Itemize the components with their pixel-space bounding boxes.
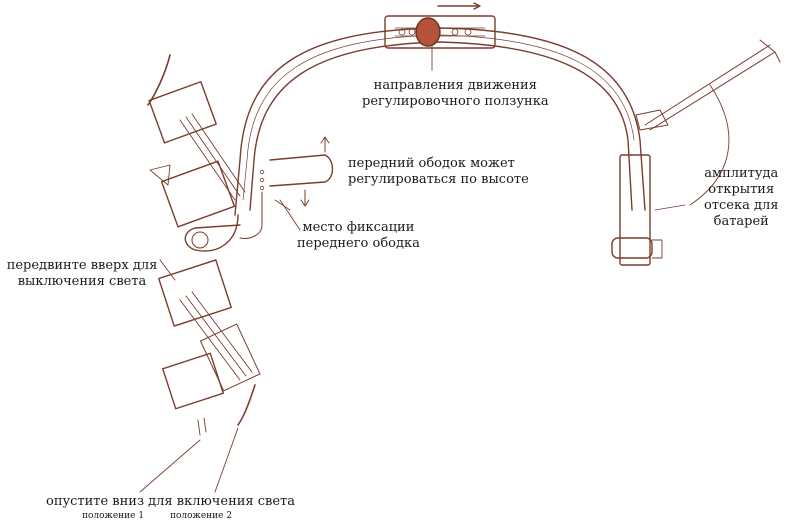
slider-housing: [384, 15, 496, 49]
lamp-upper-box-1: [148, 81, 217, 144]
label-position-2: положение 2: [170, 511, 233, 521]
lamp-upper-box-2: [160, 160, 236, 228]
label-rim-fix: место фиксации переднего ободка: [297, 220, 420, 251]
lamp-lower-box-1: [158, 259, 232, 327]
label-rim-height: передний ободок может регулироваться по …: [348, 156, 529, 187]
label-move-up: передвинте вверх для выключения света: [6, 258, 158, 289]
label-move-down: опустите вниз для включения света: [46, 494, 295, 509]
label-slider-direction: направления движения регулировочного пол…: [362, 78, 549, 109]
mount-bracket: [184, 214, 241, 252]
lamp-lower-shade: [237, 384, 256, 426]
headband-inner: [249, 41, 633, 211]
front-rim: [269, 154, 334, 187]
label-position-1: положение 1: [82, 511, 145, 521]
battery-box: [619, 154, 651, 266]
slider-arrow: [437, 2, 481, 10]
slider-knob: [415, 17, 441, 47]
amplitude-arc: [689, 84, 730, 206]
label-battery-amplitude: амплитуда открытия отсека для батарей: [704, 166, 779, 229]
lamp-lower-box-2: [162, 352, 224, 410]
battery-lid: [644, 44, 776, 131]
